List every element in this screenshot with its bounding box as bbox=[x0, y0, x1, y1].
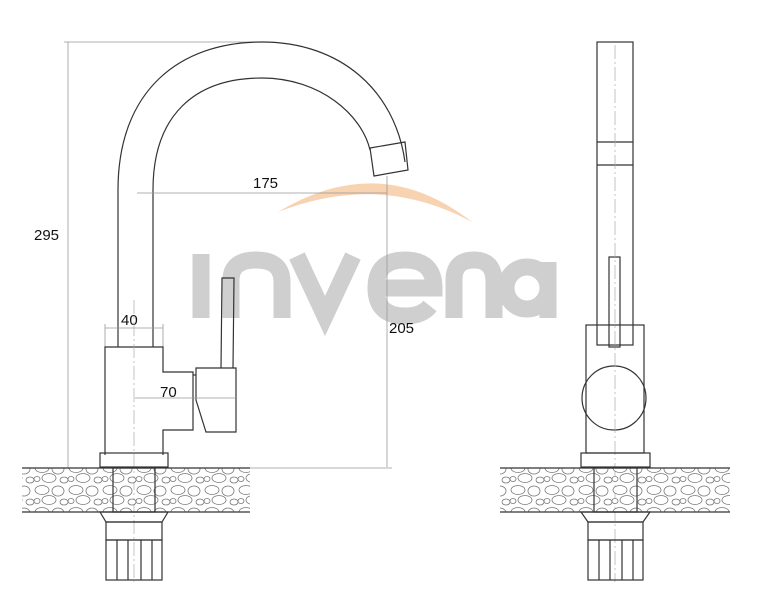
watermark-logo bbox=[192, 251, 557, 337]
base-ring bbox=[99, 452, 169, 468]
base-ring bbox=[580, 452, 651, 468]
logo-letter-n bbox=[222, 251, 291, 318]
logo-letter-v bbox=[289, 252, 361, 337]
mixer-body bbox=[104, 346, 194, 455]
countertop bbox=[22, 468, 250, 512]
countertop bbox=[500, 468, 730, 512]
dimension-label-205: 205 bbox=[389, 320, 414, 337]
watermark-arc bbox=[278, 183, 472, 222]
dimension-label-70: 70 bbox=[160, 384, 177, 401]
front-view bbox=[500, 41, 730, 582]
logo-letter-n2 bbox=[445, 251, 503, 318]
nut-body bbox=[587, 521, 644, 541]
dimension-label-175: 175 bbox=[253, 175, 278, 192]
mounting-nut bbox=[579, 511, 652, 523]
dimension-label-40: 40 bbox=[121, 312, 138, 329]
connector-ribs bbox=[116, 540, 153, 580]
handle-knob bbox=[581, 365, 647, 431]
watermark bbox=[192, 183, 557, 337]
side-view: 295 175 205 40 70 bbox=[22, 41, 414, 582]
handle-lever bbox=[220, 277, 235, 369]
ribbed-connector bbox=[587, 539, 644, 581]
dimension-label-295: 295 bbox=[34, 227, 59, 244]
ribbed-connector bbox=[105, 539, 163, 581]
spout-inner bbox=[152, 77, 371, 347]
connector-ribs bbox=[598, 540, 634, 580]
handle-cartridge bbox=[195, 367, 237, 433]
spout-tip bbox=[369, 141, 409, 177]
logo-letter-e bbox=[367, 251, 443, 325]
spout-outer bbox=[117, 41, 406, 347]
handle-lever bbox=[608, 256, 621, 348]
